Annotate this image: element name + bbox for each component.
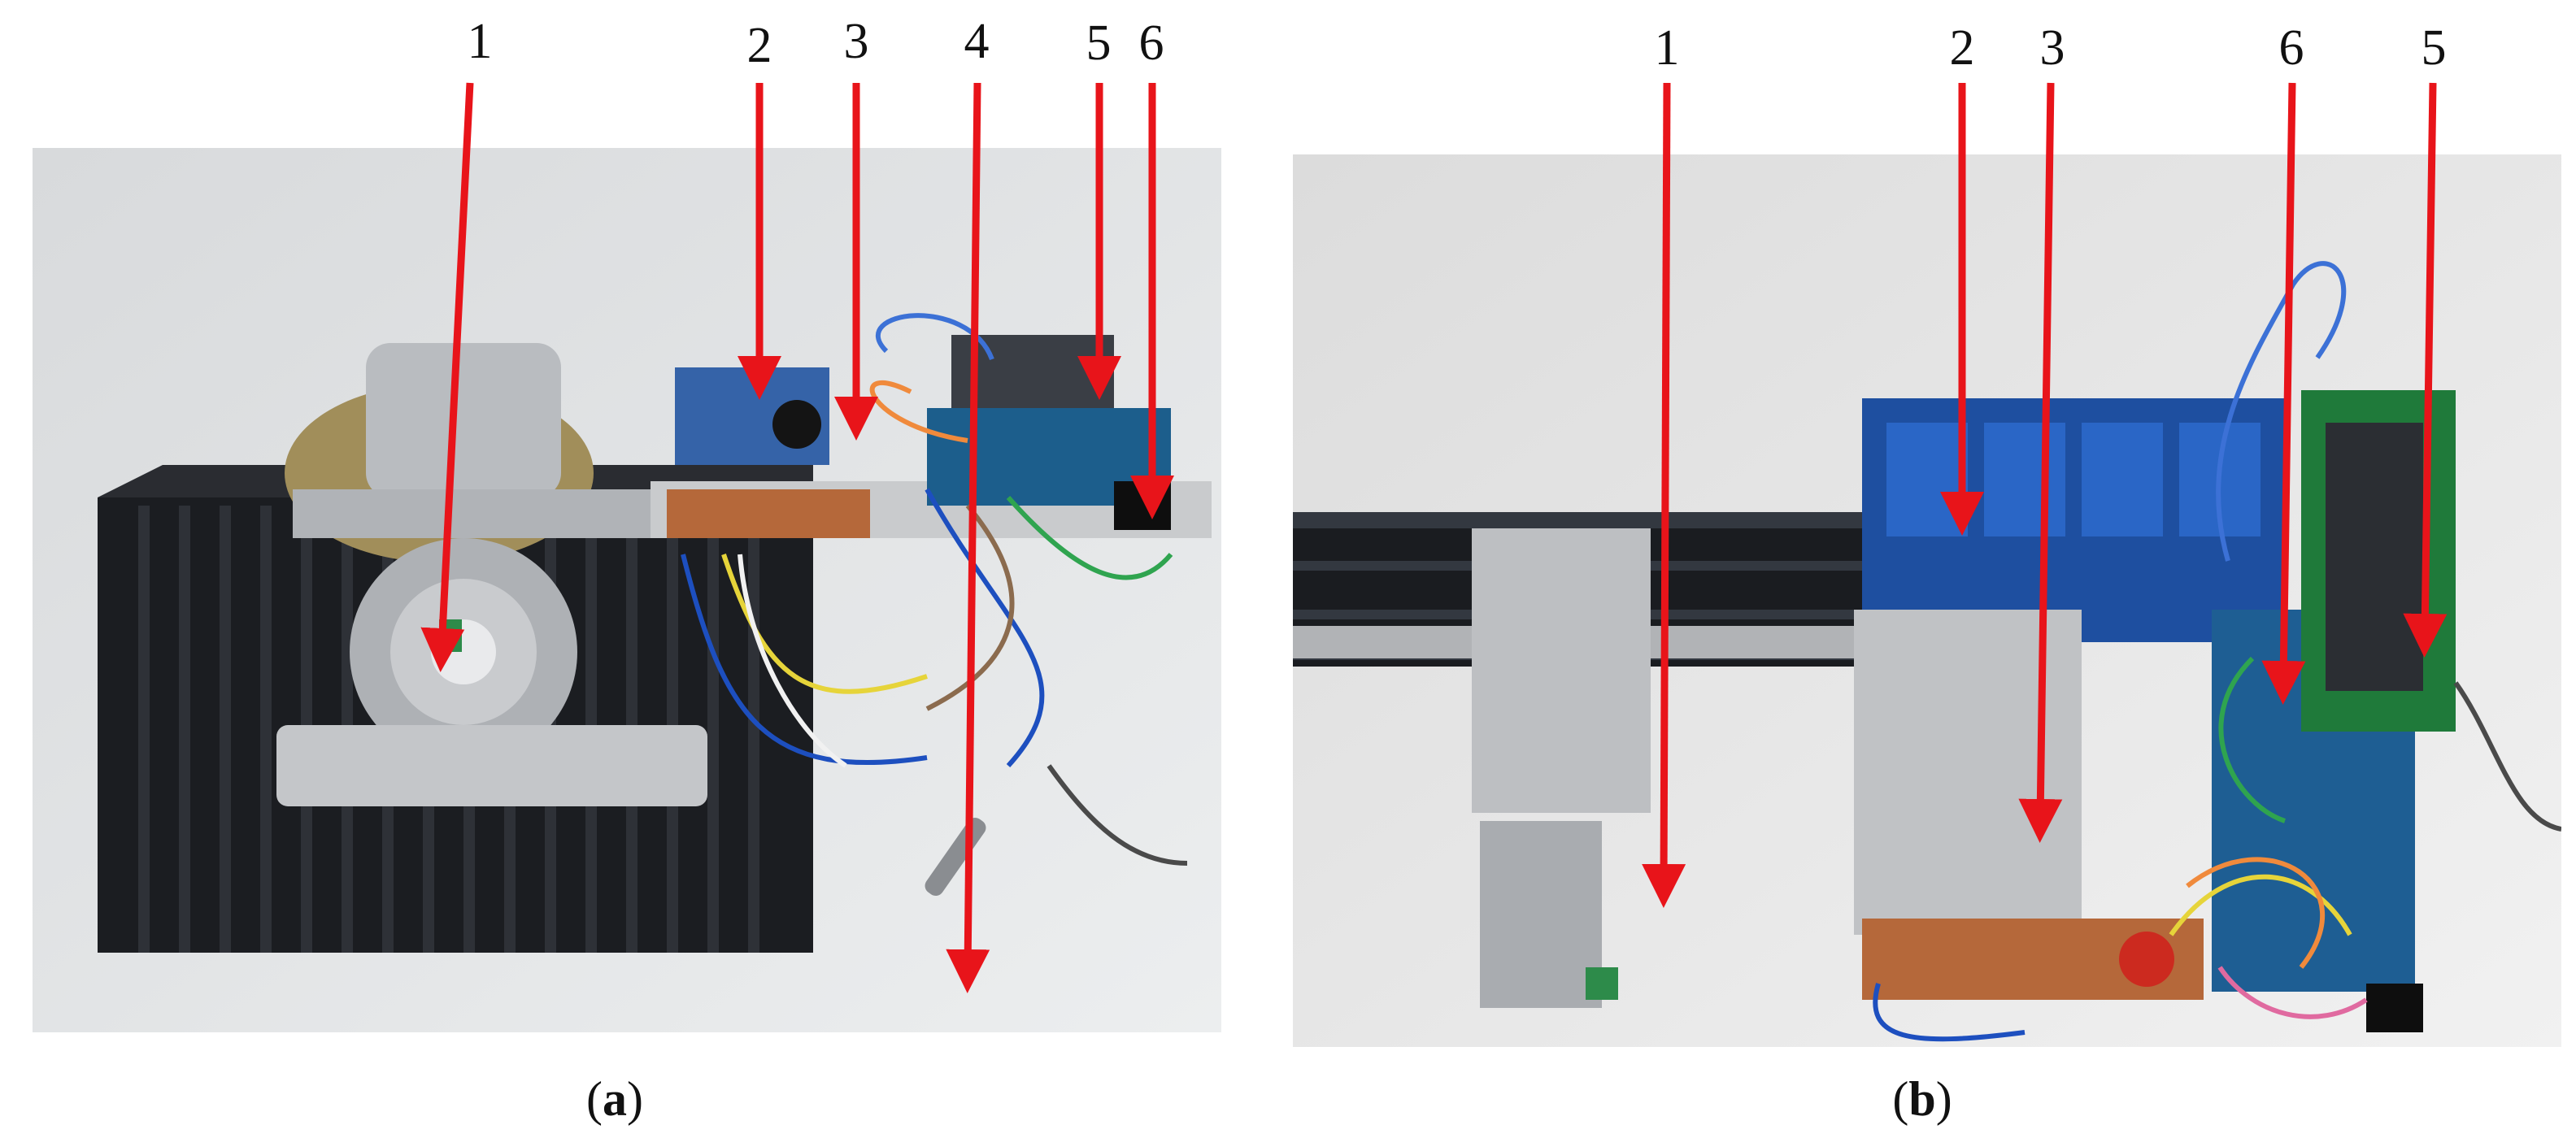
arrow-b-5 xyxy=(2403,82,2448,658)
arrow-b-3 xyxy=(2018,82,2063,843)
photo-panel-b xyxy=(1293,154,2561,1047)
callout-label-a-2: 2 xyxy=(746,18,772,73)
callout-label-b-5: 5 xyxy=(2421,20,2447,76)
motor-bracket xyxy=(1480,821,1602,1008)
copper-pcb xyxy=(667,489,870,538)
callout-label-a-4: 4 xyxy=(964,14,990,69)
power-jack xyxy=(2366,984,2423,1032)
callout-label-a-1: 1 xyxy=(467,14,493,69)
callout-label-b-2: 2 xyxy=(1949,20,1975,76)
callout-label-a-5: 5 xyxy=(1086,15,1112,71)
callout-label-a-3: 3 xyxy=(843,14,869,69)
sensor xyxy=(1586,967,1618,1000)
callout-label-b-6: 6 xyxy=(2278,20,2304,76)
aluminum-bar xyxy=(276,725,707,806)
arrow-a-1 xyxy=(420,82,474,672)
callout-label-b-1: 1 xyxy=(1654,20,1680,76)
wires xyxy=(1873,261,2561,1042)
textured-block xyxy=(1472,528,1651,813)
arrow-b-6 xyxy=(2261,82,2306,705)
caption-b: (b) xyxy=(1892,1072,1952,1126)
photo-panel-a xyxy=(33,148,1221,1032)
arrow-b-1 xyxy=(1642,82,1686,908)
callout-label-a-6: 6 xyxy=(1138,15,1164,71)
callout-label-b-3: 3 xyxy=(2039,20,2065,76)
caption-a: (a) xyxy=(586,1072,643,1126)
arrow-a-4 xyxy=(946,82,990,993)
textured-block xyxy=(366,343,561,497)
knob xyxy=(772,400,821,449)
red-button xyxy=(2119,932,2174,987)
